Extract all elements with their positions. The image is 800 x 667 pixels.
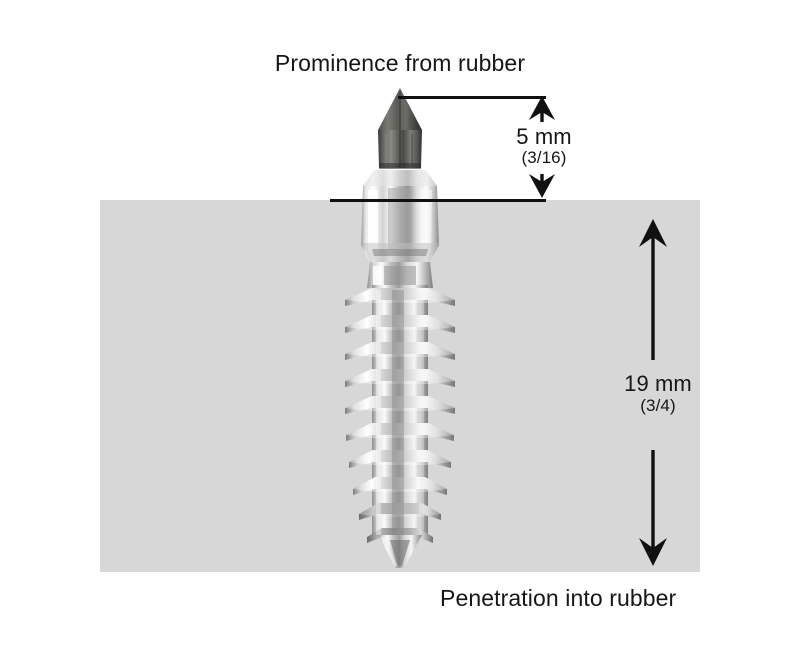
caption-penetration: Penetration into rubber — [440, 585, 677, 611]
reference-line-tip-level — [398, 96, 546, 99]
prominence-value-imperial: (3/16) — [521, 148, 567, 167]
dimension-arrow-prominence — [529, 96, 555, 198]
dimension-arrow-penetration-up — [639, 219, 667, 360]
dimension-arrow-penetration-down — [639, 450, 667, 566]
prominence-value-metric: 5 mm — [516, 124, 572, 149]
carbide-tip — [378, 88, 422, 169]
reference-line-rubber-surface — [330, 199, 546, 202]
penetration-value-imperial: (3/4) — [640, 396, 676, 415]
caption-prominence: Prominence from rubber — [274, 50, 526, 76]
penetration-value-metric: 19 mm — [624, 371, 692, 396]
